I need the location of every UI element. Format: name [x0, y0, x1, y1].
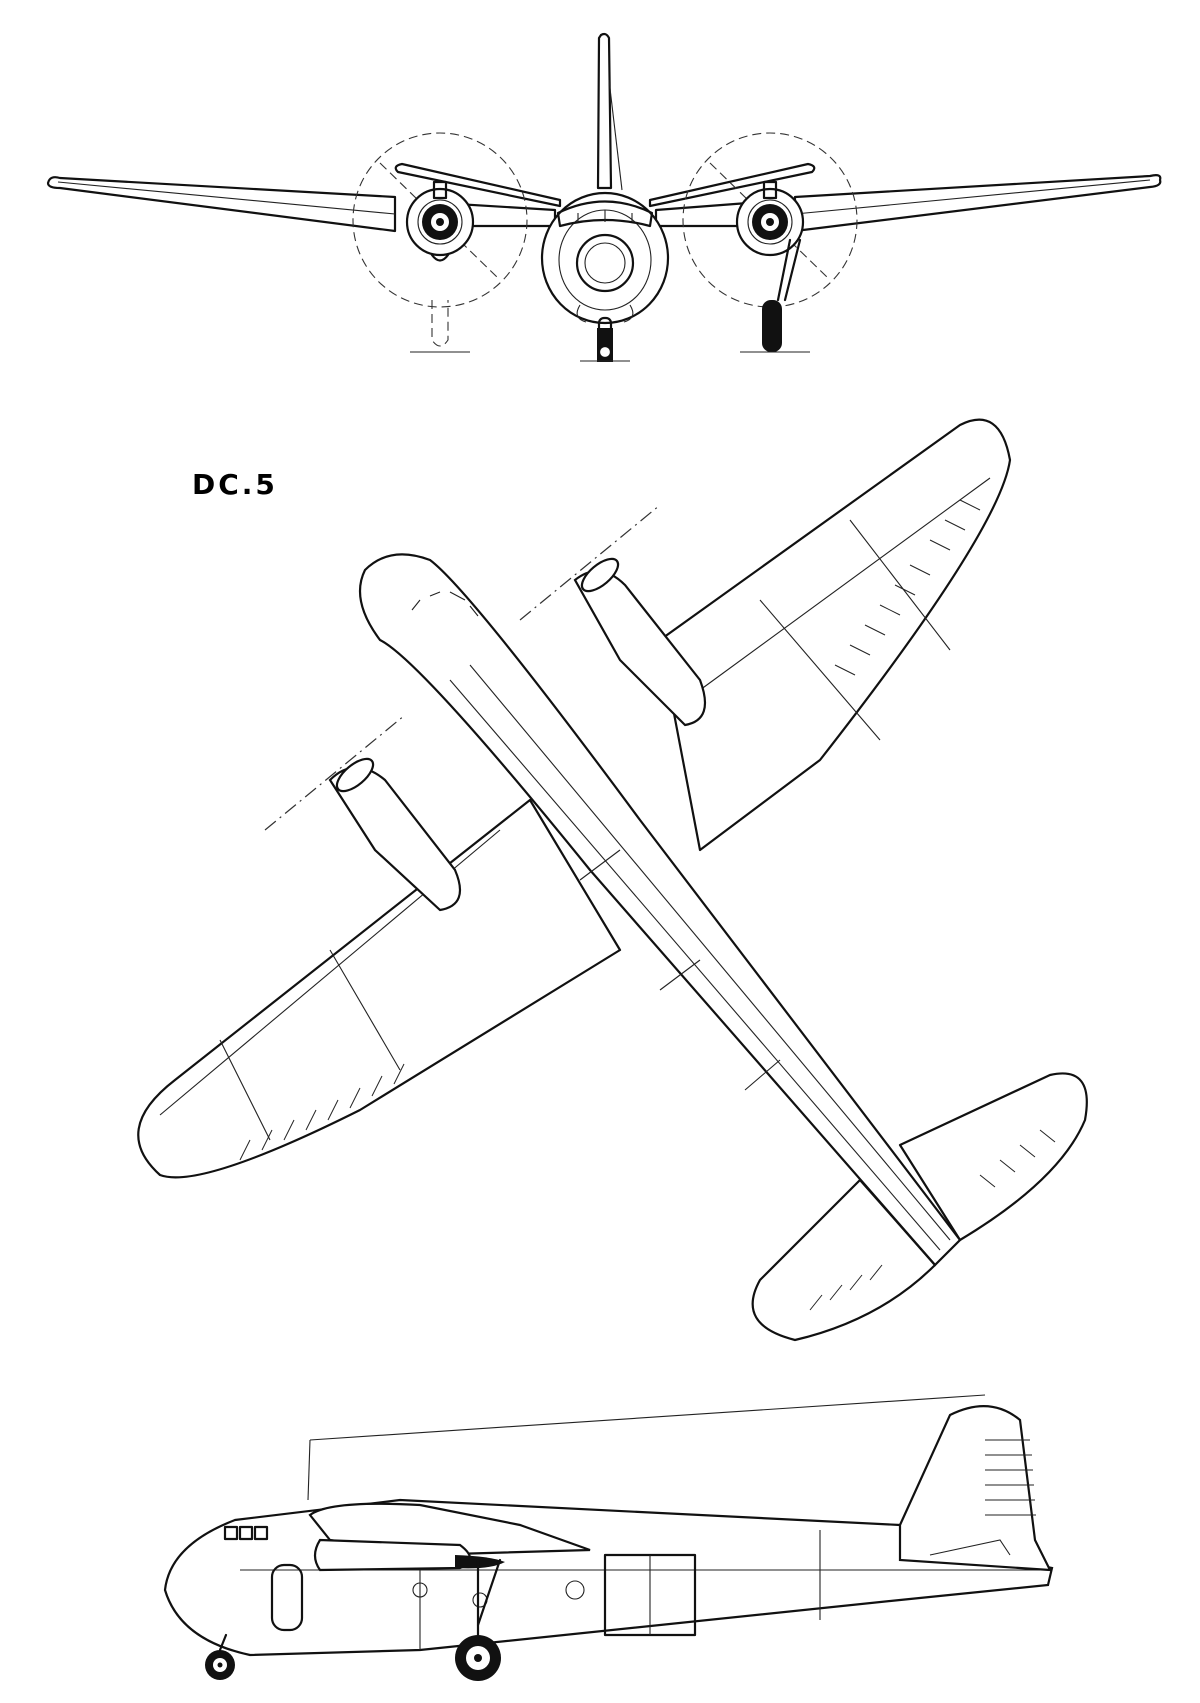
plan-tailplane: [898, 1072, 1088, 1242]
front-left-wing: [46, 176, 397, 233]
plan-view: [137, 418, 1088, 1342]
side-view: [163, 1394, 1054, 1681]
front-fin: [596, 32, 613, 190]
side-fin: [898, 1405, 1052, 1572]
front-fuselage: [540, 191, 670, 325]
side-engine-nacelle: [313, 1538, 472, 1572]
front-tailplane: [394, 162, 562, 208]
plan-left-wing: [137, 798, 622, 1179]
plan-cockpit-windows: [411, 591, 479, 617]
front-cockpit: [556, 200, 654, 228]
side-cockpit-windows: [223, 1525, 269, 1541]
side-forward-door: [270, 1563, 304, 1632]
aircraft-designation: DC.5: [192, 468, 278, 501]
front-right-prop-disk: [682, 132, 858, 308]
front-left-prop-disk: [352, 132, 528, 308]
front-right-main-wheel: [762, 300, 782, 352]
plan-right-nacelle: [573, 570, 707, 727]
front-view: [46, 32, 1162, 362]
front-right-wing: [793, 174, 1162, 233]
plan-right-wing: [658, 418, 1012, 852]
